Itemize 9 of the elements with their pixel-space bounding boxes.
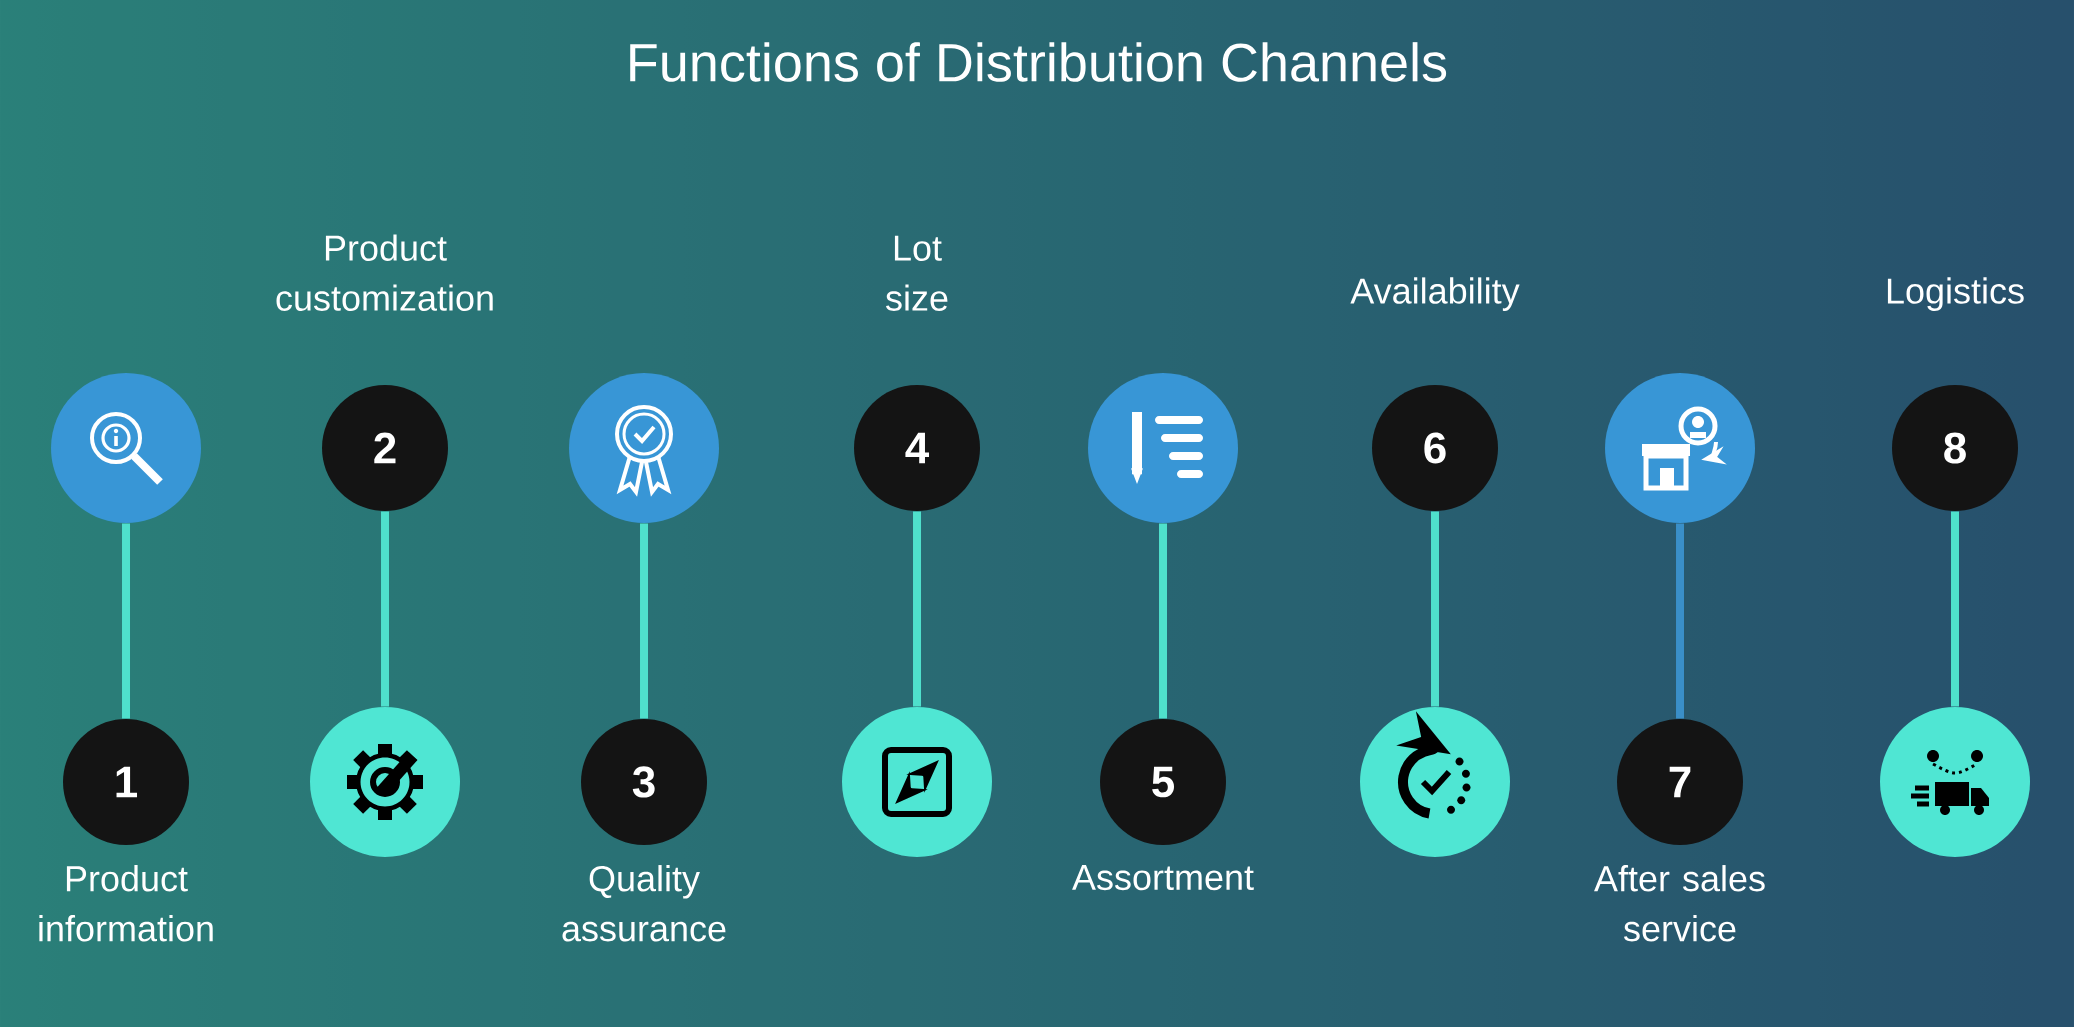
label-text: After sales service [1594,865,1765,942]
label-text: Product information [39,865,213,942]
label-text: Logistics [1887,277,2024,311]
label-text: Quality assurance [562,865,726,942]
title: Functions of Distribution Channels [630,42,1447,82]
label-text: Availability [1350,277,1520,311]
label-text: Lot size [886,235,948,311]
label-text: Product customization [276,234,493,311]
label-text: Assortment [1072,865,1254,891]
